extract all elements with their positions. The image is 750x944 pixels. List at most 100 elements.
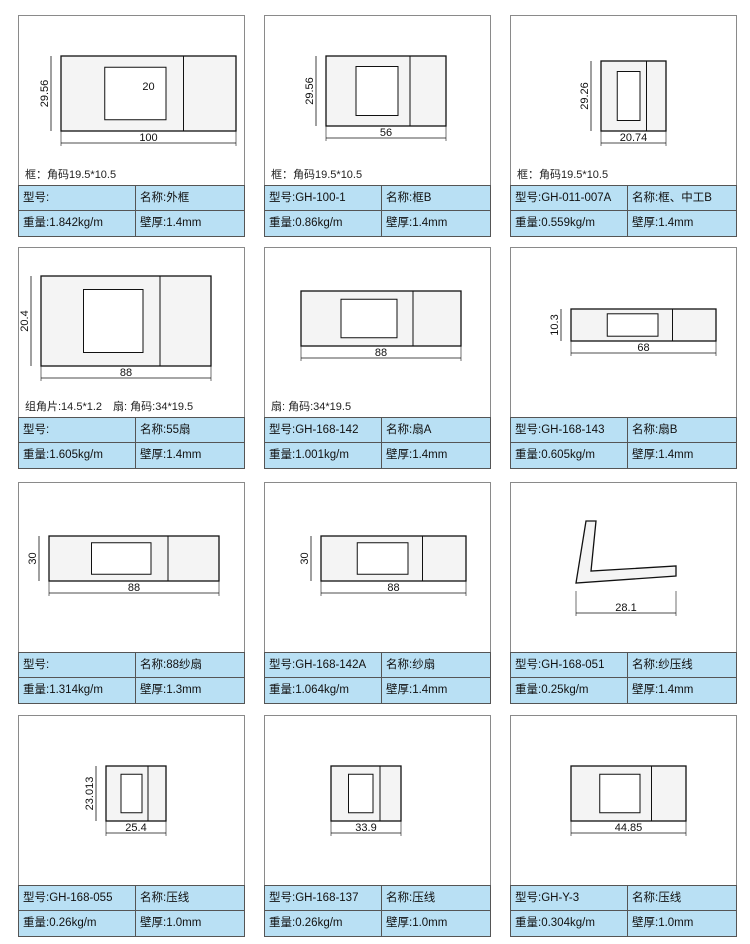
height-dimension: 29.56 <box>304 77 316 105</box>
wall-thickness: 壁厚:1.0mm <box>386 917 448 929</box>
width-dimension: 88 <box>375 347 387 359</box>
profile-chamber <box>355 66 399 116</box>
profile-card: 88 扇: 角码:34*19.5 型号:GH-168-142 名称:扇A 重量:1.… <box>264 247 491 469</box>
table-row: 重量:0.304kg/m 壁厚:1.0mm <box>511 911 736 936</box>
model-number: 型号: <box>19 653 136 677</box>
weight: 重量:0.25kg/m <box>511 678 628 703</box>
profile-chamber <box>120 773 143 814</box>
profile-chamber <box>616 71 641 121</box>
spec-table: 型号:GH-168-142 名称:扇A 重量:1.001kg/m 壁厚:1.4mm <box>264 417 491 469</box>
height-dimension: 30 <box>27 552 39 564</box>
profile-drawing: 28.1 <box>575 520 677 616</box>
model-number: 型号: <box>19 186 136 210</box>
width-dimension: 44.85 <box>615 822 643 834</box>
profile-name: 名称:纱压线 <box>632 659 693 671</box>
width-dimension: 25.4 <box>125 822 146 834</box>
model-number: 型号:GH-168-142A <box>265 653 382 677</box>
wall-thickness: 壁厚:1.0mm <box>632 917 694 929</box>
weight: 重量:0.605kg/m <box>511 443 628 468</box>
profile-outline <box>575 520 677 584</box>
wall-thickness: 壁厚:1.4mm <box>386 217 448 229</box>
profile-chamber <box>348 773 374 814</box>
table-row: 型号:GH-168-143 名称:扇B <box>511 418 736 443</box>
wall-thickness: 壁厚:1.3mm <box>140 684 202 696</box>
height-dimension: 10.3 <box>549 314 561 335</box>
weight: 重量:0.86kg/m <box>265 211 382 236</box>
model-number: 型号:GH-168-142 <box>265 418 382 442</box>
weight: 重量:1.001kg/m <box>265 443 382 468</box>
wall-thickness: 壁厚:1.0mm <box>140 917 202 929</box>
profile-name: 名称:框、中工B <box>632 192 712 204</box>
inner-dimension: 20 <box>142 81 154 93</box>
profile-chamber <box>599 773 641 814</box>
profile-name: 名称:外框 <box>140 192 190 204</box>
profile-name: 名称:压线 <box>386 892 436 904</box>
model-number: 型号:GH-Y-3 <box>511 886 628 910</box>
profile-chamber <box>606 313 659 337</box>
height-dimension: 29.56 <box>39 80 51 108</box>
weight: 重量:0.304kg/m <box>511 911 628 936</box>
width-dimension: 68 <box>637 342 649 354</box>
profile-drawing: 56 29.56 <box>304 55 447 141</box>
table-row: 型号: 名称:55扇 <box>19 418 244 443</box>
corner-connector-note: 框：角码19.5*10.5 <box>517 169 609 181</box>
table-row: 重量:1.001kg/m 壁厚:1.4mm <box>265 443 490 468</box>
profile-chamber <box>104 66 167 121</box>
profile-name: 名称:压线 <box>140 892 190 904</box>
profile-name: 名称:88纱扇 <box>140 659 202 671</box>
corner-connector-note: 组角片:14.5*1.2 扇: 角码:34*19.5 <box>25 401 194 413</box>
profile-chamber <box>356 542 409 575</box>
profile-drawing: 68 10.3 <box>549 308 717 356</box>
model-number: 型号: <box>19 418 136 442</box>
profile-name: 名称:扇B <box>632 424 678 436</box>
weight: 重量:1.064kg/m <box>265 678 382 703</box>
table-row: 型号: 名称:外框 <box>19 186 244 211</box>
width-dimension: 56 <box>380 127 392 139</box>
profile-name: 名称:纱扇 <box>386 659 436 671</box>
weight: 重量:1.314kg/m <box>19 678 136 703</box>
wall-thickness: 壁厚:1.4mm <box>386 449 448 461</box>
height-dimension: 23.013 <box>84 777 96 811</box>
profile-name: 名称:框B <box>386 192 432 204</box>
profile-drawing: 88 <box>300 290 462 361</box>
profile-drawing: 33.9 <box>330 765 402 836</box>
corner-connector-note: 扇: 角码:34*19.5 <box>271 401 352 413</box>
model-number: 型号:GH-168-143 <box>511 418 628 442</box>
wall-thickness: 壁厚:1.4mm <box>140 217 202 229</box>
profile-drawing: 25.4 23.013 <box>84 765 167 836</box>
table-row: 型号:GH-168-142 名称:扇A <box>265 418 490 443</box>
profile-name: 名称:扇A <box>386 424 432 436</box>
corner-connector-note: 框：角码19.5*10.5 <box>271 169 363 181</box>
profile-name: 名称:55扇 <box>140 424 191 436</box>
profile-chamber <box>91 542 152 575</box>
spec-table: 型号: 名称:88纱扇 重量:1.314kg/m 壁厚:1.3mm <box>18 652 245 704</box>
wall-thickness: 壁厚:1.4mm <box>632 217 694 229</box>
table-row: 重量:1.314kg/m 壁厚:1.3mm <box>19 678 244 703</box>
